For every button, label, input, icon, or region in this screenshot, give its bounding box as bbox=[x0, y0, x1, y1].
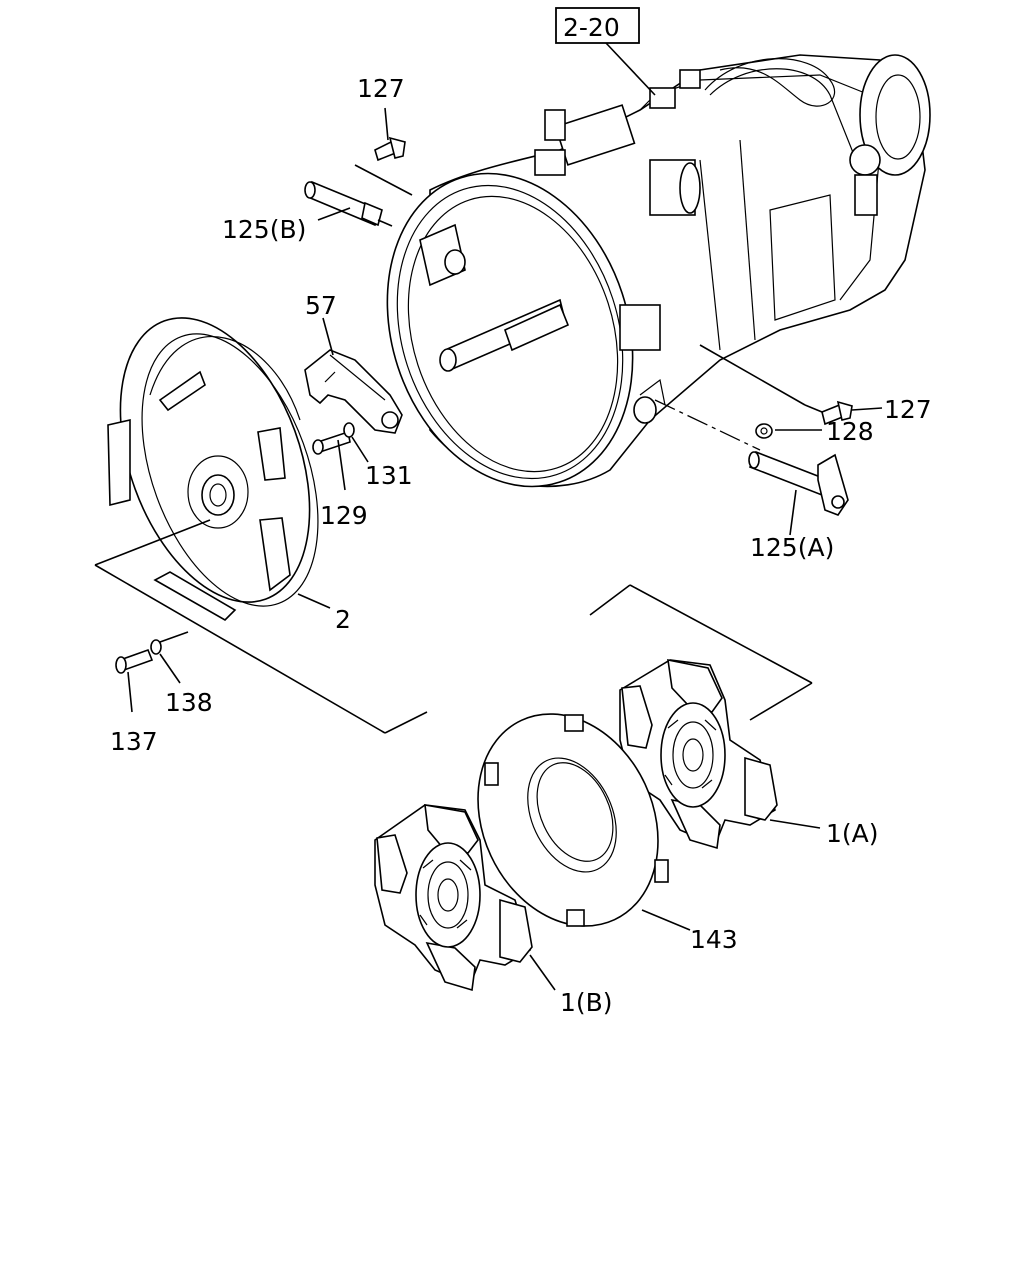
clutch-cover: 2 bbox=[94, 317, 428, 734]
release-fork: 57 bbox=[304, 291, 403, 434]
label-57: 57 bbox=[305, 291, 337, 320]
reference-box bbox=[555, 7, 640, 44]
ref-box-label: 2-20 bbox=[563, 13, 620, 42]
label-1b: 1(B) bbox=[560, 988, 613, 1017]
label-127-right: 127 bbox=[884, 395, 932, 424]
label-129: 129 bbox=[320, 501, 368, 530]
clutch-disc-a: 1(A) bbox=[589, 584, 879, 850]
label-138: 138 bbox=[165, 688, 213, 717]
label-128: 128 bbox=[826, 417, 874, 446]
label-2: 2 bbox=[335, 605, 351, 634]
intermediate-plate: 143 bbox=[477, 713, 738, 954]
washer-128: 128 bbox=[755, 417, 874, 446]
cover-washer-138: 138 bbox=[150, 631, 213, 717]
grease-nipple-right: 127 bbox=[699, 344, 932, 426]
label-1a: 1(A) bbox=[826, 819, 879, 848]
label-125a: 125(A) bbox=[750, 533, 834, 562]
cover-bolt-137: 137 bbox=[110, 648, 158, 756]
clutch-disc-b: 1(B) bbox=[374, 804, 613, 1017]
fork-bolt-129: 129 bbox=[312, 430, 368, 530]
label-131: 131 bbox=[365, 461, 413, 490]
label-137: 137 bbox=[110, 727, 158, 756]
label-125b: 125(B) bbox=[222, 215, 306, 244]
release-shaft-125b: 125(B) bbox=[222, 180, 393, 244]
grease-nipple-top: 127 bbox=[354, 74, 413, 196]
release-shaft-125a: 125(A) bbox=[654, 399, 849, 562]
fork-washer-131: 131 bbox=[343, 422, 413, 490]
label-127-top: 127 bbox=[357, 74, 405, 103]
label-143: 143 bbox=[690, 925, 738, 954]
transmission-housing: 2-20 bbox=[386, 7, 931, 488]
